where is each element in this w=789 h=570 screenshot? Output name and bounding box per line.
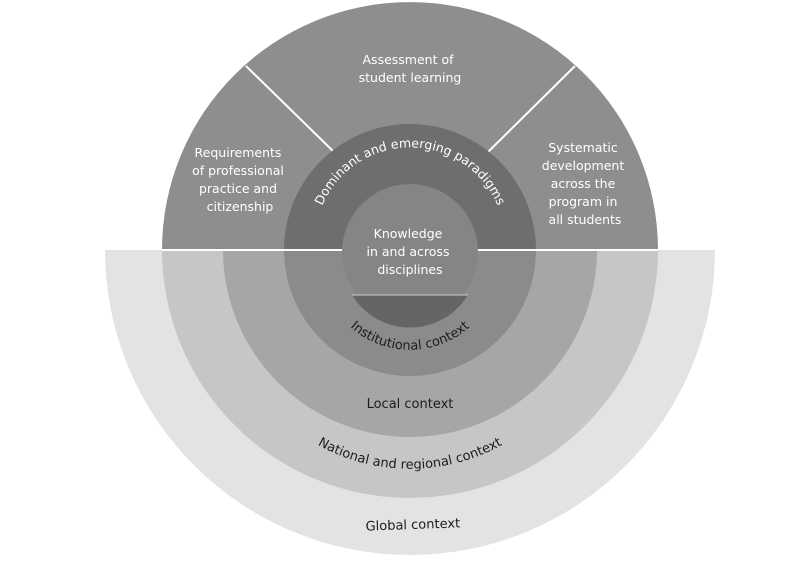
segment-right-label: Systematic development across the progra… — [542, 140, 628, 227]
divider-right — [487, 65, 576, 153]
local-context-label: Local context — [367, 397, 454, 412]
global-context-label: Global context — [365, 516, 460, 534]
knowledge-label: Knowledge in and across disciplines — [367, 226, 454, 277]
knowledge-core-bottom — [352, 295, 468, 328]
segment-left-label: Requirements of professional practice an… — [192, 145, 288, 214]
divider-left — [245, 65, 335, 153]
segment-top-label: Assessment of student learning — [359, 52, 462, 85]
knowledge-core — [342, 184, 478, 320]
